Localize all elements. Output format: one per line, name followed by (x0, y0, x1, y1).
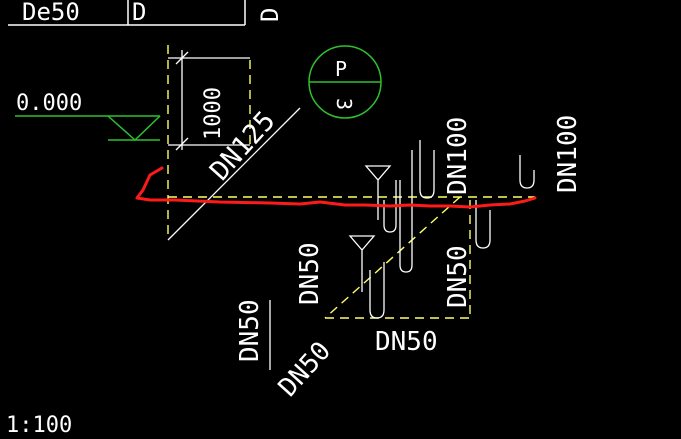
circle-bottom-label: 3 (332, 98, 356, 110)
circle-top-label: P (335, 57, 347, 81)
top-d-label-1: D (132, 0, 146, 26)
elevation-marker (15, 115, 161, 142)
dn100-label-b: DN100 (553, 115, 583, 193)
trap-symbol-6 (369, 262, 385, 319)
p-circle-marker (308, 45, 382, 119)
floor-drain-symbol-1 (364, 165, 392, 220)
dimension-1000 (168, 50, 250, 151)
dn50-label-b: DN50 (443, 245, 473, 308)
trap-symbol-4 (475, 200, 491, 249)
dn50-label-d: DN50 (273, 336, 337, 403)
trap-symbol-5 (519, 155, 535, 189)
dn50-label-c: DN50 (235, 299, 265, 362)
trap-symbol-3 (419, 140, 435, 199)
dn50-label-a: DN50 (295, 242, 325, 305)
floor-drain-symbol-2 (348, 235, 376, 292)
top-d-label-2: D (256, 8, 284, 22)
top-title-block (8, 0, 246, 26)
trap-symbol-2 (399, 150, 413, 273)
dn100-label-a: DN100 (443, 117, 473, 195)
dn125-diagonal-pipe (167, 107, 301, 241)
red-markup-stroke (135, 166, 537, 209)
dimension-1000-text: 1000 (201, 87, 226, 140)
branch-pipe-diagonal (324, 196, 461, 319)
trap-symbol-1 (383, 180, 397, 233)
scale-label: 1:100 (6, 413, 72, 438)
dn50-label-e: DN50 (375, 327, 438, 357)
top-pipe-label: De50 (22, 0, 80, 26)
elevation-label: 0.000 (16, 91, 82, 116)
